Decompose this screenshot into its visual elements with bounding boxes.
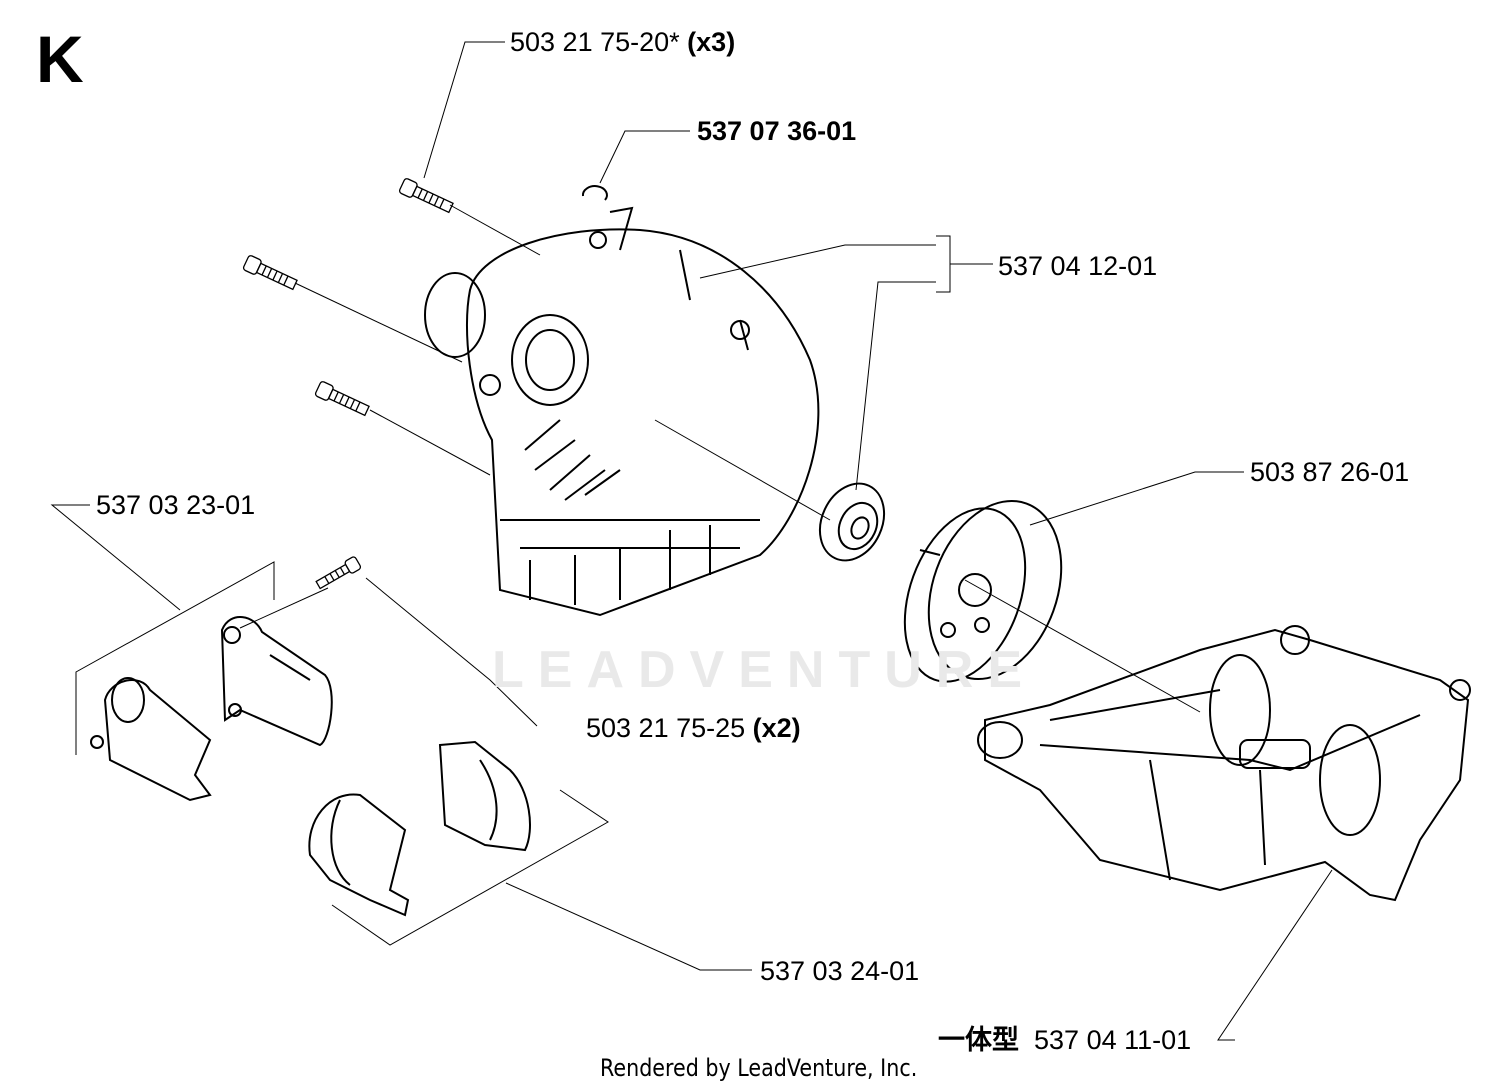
credit-text: Rendered by LeadVenture, Inc. <box>600 1054 918 1082</box>
label-bearing-housing[interactable]: 503 87 26-01 <box>1250 459 1409 486</box>
screw-lower-icon <box>314 381 370 417</box>
part-number: 537 04 12-01 <box>998 251 1158 281</box>
bearing-housing-icon <box>903 499 1063 683</box>
crankcase-full-icon <box>977 625 1471 902</box>
screw-small-icon <box>315 556 362 590</box>
part-number: 503 87 26-01 <box>1250 457 1410 487</box>
bearing-icon <box>818 482 886 562</box>
part-number: 537 03 24-01 <box>760 956 920 986</box>
bushing-lower-right-icon <box>438 740 531 852</box>
bushing-lower-left-icon <box>308 793 410 917</box>
quantity: (x2) <box>752 713 801 743</box>
bushing-upper-icon <box>220 616 333 747</box>
label-bushing-set-b[interactable]: 537 03 24-01 <box>760 958 919 985</box>
part-number: 537 03 23-01 <box>96 490 256 520</box>
label-screw-small[interactable]: 503 21 75-25 (x2) <box>586 715 801 742</box>
bushing-left-icon <box>90 677 212 802</box>
circlip-icon <box>581 185 608 201</box>
part-number: 537 04 11-01 <box>1034 1025 1192 1055</box>
screw-middle-icon <box>242 255 298 291</box>
label-bushing-set-a[interactable]: 537 03 23-01 <box>96 492 255 519</box>
part-number: 537 07 36-01 <box>697 116 857 146</box>
watermark-text: LEADVENTURE <box>492 641 1037 699</box>
crankcase-half-icon <box>424 206 820 617</box>
section-letter: K <box>36 22 84 96</box>
part-number: 503 21 75-20* <box>510 27 680 57</box>
leader-lines <box>50 41 1333 1041</box>
label-clip[interactable]: 537 07 36-01 <box>697 118 856 145</box>
quantity: (x3) <box>687 27 736 57</box>
label-crankcase-half[interactable]: 537 04 12-01 <box>998 253 1157 280</box>
screw-top-icon <box>398 178 454 214</box>
label-crankcase-full[interactable]: 一体型 537 04 11-01 <box>938 1027 1191 1054</box>
part-number: 503 21 75-25 <box>586 713 746 743</box>
part-prefix: 一体型 <box>938 1025 1019 1055</box>
label-screw-top[interactable]: 503 21 75-20* (x3) <box>510 29 735 56</box>
